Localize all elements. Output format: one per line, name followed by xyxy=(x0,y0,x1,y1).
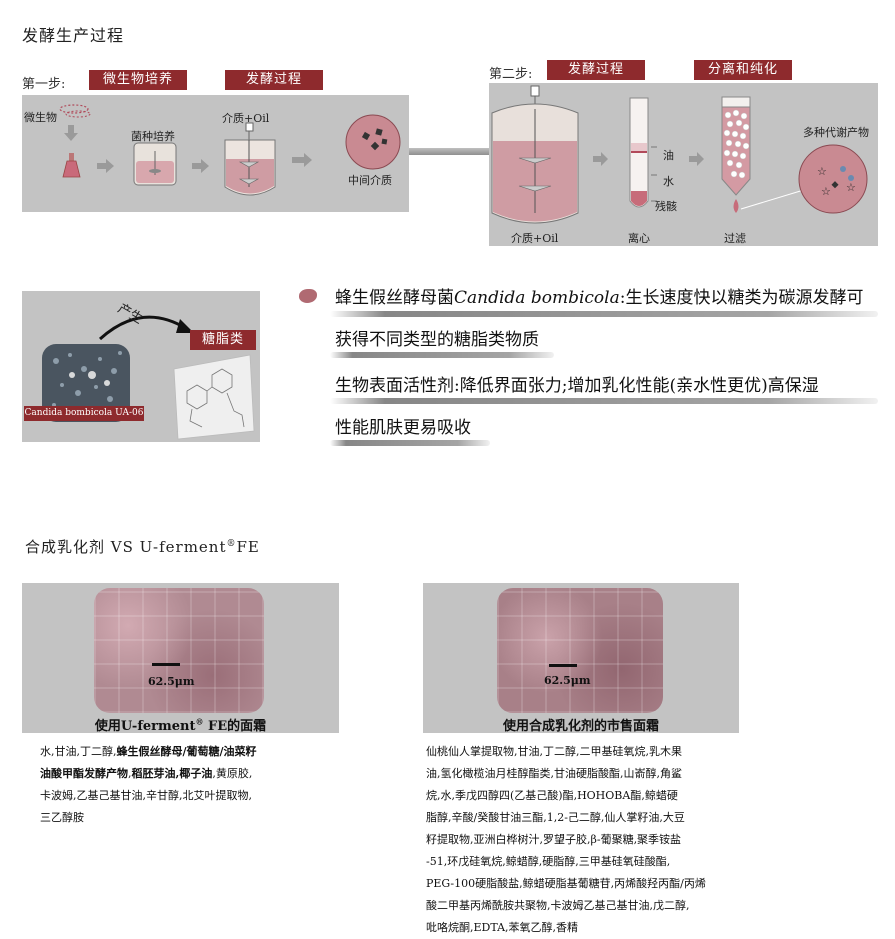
step1-tag-culture: 微生物培养 xyxy=(89,70,187,90)
step2-label: 第二步: xyxy=(489,67,533,82)
left-caption-sup: ® xyxy=(195,716,204,727)
layer-oil-label: 油 xyxy=(663,149,674,162)
right-micrograph-panel: 62.5μm 使用合成乳化剂的市售面霜 xyxy=(423,583,739,734)
intermediate-medium-icon xyxy=(345,114,401,170)
strain-name-cn: 蜂生假丝酵母菌 xyxy=(335,288,454,308)
intermediate-medium-label: 中间介质 xyxy=(348,174,392,187)
large-fermenter-icon xyxy=(491,85,579,224)
left-ingr-h: 三乙醇胺 xyxy=(40,811,84,824)
underline-brush-4 xyxy=(330,440,490,446)
layer-water-label: 水 xyxy=(663,175,674,188)
step2-medium-oil-label: 介质+Oil xyxy=(511,232,559,245)
left-ingr-g: 卡波姆,乙基己基甘油,辛甘醇,北艾叶提取物, xyxy=(40,789,252,802)
molecule-structure-icon xyxy=(186,368,245,428)
left-ingr-c: 油酸甲酯发酵产物 xyxy=(40,767,128,780)
filtration-link-line xyxy=(740,188,808,210)
layer-residue-label: 残骸 xyxy=(655,200,677,213)
bullet-blob-icon xyxy=(299,289,317,303)
strain-panel: 产生 糖脂类 Candida bombicola UA-06 xyxy=(22,291,260,442)
right-caption: 使用合成乳化剂的市售面霜 xyxy=(502,719,659,734)
right-scale-bar xyxy=(549,664,577,667)
filtration-label: 过滤 xyxy=(724,232,746,245)
left-ingr-e: 稻胚芽油,椰子油 xyxy=(131,767,213,780)
left-scale-label: 62.5μm xyxy=(148,675,195,688)
left-ingr-a: 水,甘油,丁二醇, xyxy=(40,745,117,758)
strain-desc-suffix: :生长速度快以糖类为碳源发酵可 xyxy=(619,288,864,308)
step-connector xyxy=(409,148,489,155)
right-arrow-icon-3 xyxy=(292,153,312,167)
microbe-label: 微生物 xyxy=(24,111,57,124)
step1-medium-oil-label: 介质+Oil xyxy=(222,112,270,125)
step1-panel: 微生物 菌种培养 介质+Oil 中间介质 xyxy=(22,95,409,212)
right-scale-label: 62.5μm xyxy=(544,674,591,687)
svg-text:☆: ☆ xyxy=(846,181,856,194)
left-caption: 使用U-ferment® FE的面霜 xyxy=(22,715,339,734)
right-ingr-line: 酸二甲基丙烯酰胺共聚物,卡波姆乙基己基甘油,戊二醇, xyxy=(426,899,690,912)
strain-illustration xyxy=(42,315,255,440)
centrifuge-label: 离心 xyxy=(628,232,650,245)
left-caption-suffix: FE的面霜 xyxy=(203,719,267,734)
culture-label: Candida bombicola UA-06 xyxy=(24,406,144,421)
microbe-icon xyxy=(59,104,91,118)
right-arrow-icon-4 xyxy=(593,152,608,166)
step2-tag-fermentation: 发酵过程 xyxy=(547,60,645,80)
compare-title-suffix: FE xyxy=(236,538,260,556)
step1-tag-fermentation: 发酵过程 xyxy=(225,70,323,90)
step2-illustration: ☆ ☆ ☆ xyxy=(491,85,868,224)
right-ingr-line: PEG-100硬脂酸盐,鲸蜡硬脂基葡糖苷,丙烯酸羟丙酯/丙烯 xyxy=(426,877,706,890)
left-micrograph-image xyxy=(94,588,264,713)
step2-panel: 介质+Oil 离心 过滤 多种代谢产物 油 水 残骸 xyxy=(489,83,878,246)
compare-title-prefix: 合成乳化剂 VS U-ferment xyxy=(25,538,227,556)
right-ingr-line: 烷,水,季戊四醇四(乙基己酸)酯,HOHOBA酯,鲸蜡硬 xyxy=(426,789,678,802)
left-caption-prefix: 使用U-ferment xyxy=(94,719,196,734)
seed-vessel-icon xyxy=(133,142,177,186)
left-micrograph-panel: 62.5μm 使用U-ferment® FE的面霜 xyxy=(22,583,339,734)
right-ingredients: 仙桃仙人掌提取物,甘油,丁二醇,二甲基硅氧烷,乳木果 油,氢化橄榄油月桂醇酯类,… xyxy=(426,741,746,939)
left-ingr-d: , xyxy=(128,767,132,780)
arrow-head-icon xyxy=(176,319,194,333)
right-ingr-line: -51,环戊硅氧烷,鲸蜡醇,硬脂醇,三甲基硅氧硅酸酯, xyxy=(426,855,671,868)
underline-brush-2 xyxy=(330,352,554,358)
right-arrow-icon-5 xyxy=(689,152,704,166)
right-ingr-line: 脂醇,辛酸/癸酸甘油三酯,1,2-己二醇,仙人掌籽油,大豆 xyxy=(426,811,685,824)
left-ingr-f: ,黄原胶, xyxy=(212,767,253,780)
left-ingr-b: 蜂生假丝酵母/葡萄糖/油菜籽 xyxy=(116,745,257,758)
left-scale-bar xyxy=(152,663,180,666)
fermenter-icon xyxy=(224,122,276,196)
underline-brush-1 xyxy=(330,311,878,317)
right-ingr-line: 仙桃仙人掌提取物,甘油,丁二醇,二甲基硅氧烷,乳木果 xyxy=(426,745,682,758)
right-ingr-line: 籽提取物,亚洲白桦树汁,罗望子胶,β-葡聚糖,聚季铵盐 xyxy=(426,833,682,846)
culture-micrograph xyxy=(42,344,130,422)
svg-text:☆: ☆ xyxy=(821,185,831,198)
seed-culture-label: 菌种培养 xyxy=(131,130,175,143)
underline-brush-3 xyxy=(330,398,878,404)
right-ingr-line: 油,氢化橄榄油月桂醇酯类,甘油硬脂酸酯,山嵛醇,角鲨 xyxy=(426,767,682,780)
step1-label: 第一步: xyxy=(22,77,66,92)
right-micrograph-image xyxy=(497,588,663,713)
glycolipid-structure-card xyxy=(173,354,255,440)
centrifuge-tube-icon xyxy=(629,97,657,208)
compare-title: 合成乳化剂 VS U-ferment®FE xyxy=(25,536,260,557)
glycolipid-tag: 糖脂类 xyxy=(190,330,256,350)
svg-text:☆: ☆ xyxy=(817,165,827,178)
compare-title-sup: ® xyxy=(226,539,237,549)
filtration-column-icon xyxy=(721,96,751,213)
right-arrow-icon xyxy=(97,159,114,173)
right-arrow-icon-2 xyxy=(192,159,209,173)
step2-tag-separation: 分离和纯化 xyxy=(694,60,792,80)
step1-illustration xyxy=(59,104,401,196)
flask-icon xyxy=(62,153,81,178)
left-ingredients: 水,甘油,丁二醇,蜂生假丝酵母/葡萄糖/油菜籽 油酸甲酯发酵产物,稻胚芽油,椰子… xyxy=(40,741,325,829)
strain-description-line3: 生物表面活性剂:降低界面张力;增加乳化性能(亲水性更优)高保湿 xyxy=(335,376,819,396)
strain-description-line2: 获得不同类型的糖脂类物质 xyxy=(335,330,539,350)
produce-arrow xyxy=(98,315,188,341)
metabolites-label: 多种代谢产物 xyxy=(803,126,869,139)
strain-name-latin: Candida bombicola xyxy=(454,288,620,308)
strain-description-line1: 蜂生假丝酵母菌Candida bombicola:生长速度快以糖类为碳源发酵可 xyxy=(335,284,863,312)
down-arrow-icon xyxy=(64,125,78,141)
right-ingr-line: 吡咯烷酮,EDTA,苯氧乙醇,香精 xyxy=(426,921,579,934)
metabolites-icon: ☆ ☆ ☆ xyxy=(798,144,868,214)
process-title: 发酵生产过程 xyxy=(22,26,125,45)
strain-description-line4: 性能肌肤更易吸收 xyxy=(335,418,471,438)
